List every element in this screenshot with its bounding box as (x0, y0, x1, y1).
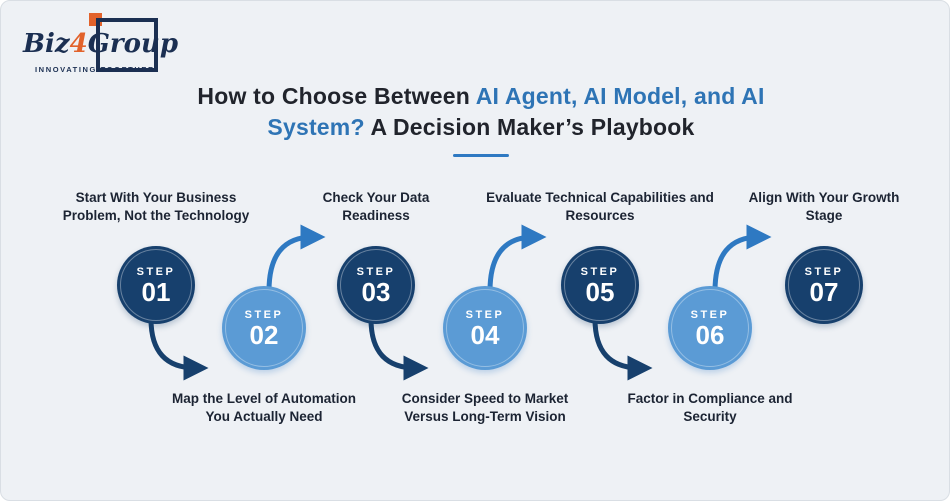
step-circle-06: STEP 06 (668, 286, 752, 370)
step-label: STEP (244, 308, 284, 321)
step-number: 03 (361, 276, 391, 307)
step-number: 07 (809, 276, 839, 307)
step-caption-07: Align With Your Growth Stage (748, 190, 900, 223)
step-number: 02 (249, 319, 279, 350)
step-circle-03: STEP 03 (337, 246, 415, 324)
biz4group-logo: Biz4Group INNOVATING TOGETHER (23, 13, 178, 83)
step-caption-04: Consider Speed to Market Versus Long-Ter… (401, 391, 569, 424)
step-caption-03: Check Your Data Readiness (322, 190, 430, 223)
step-label: STEP (580, 265, 620, 278)
arrow-step2-to-step3 (266, 224, 326, 294)
step-label: STEP (804, 265, 844, 278)
arrow-step4-to-step5 (487, 224, 547, 294)
step-circle-04: STEP 04 (443, 286, 527, 370)
step-number: 05 (585, 276, 615, 307)
logo-four: 4 (69, 29, 88, 59)
step-circle-01: STEP 01 (117, 246, 195, 324)
arrow-step5-to-step6 (592, 316, 653, 381)
logo-square-outline (96, 18, 158, 72)
step-label: STEP (690, 308, 730, 321)
title-suffix: A Decision Maker’s Playbook (364, 113, 695, 140)
arrow-step1-to-step2 (148, 316, 209, 381)
step-circle-02: STEP 02 (222, 286, 306, 370)
title-prefix: How to Choose Between (197, 83, 476, 109)
step-label: STEP (465, 308, 505, 321)
step-caption-06: Factor in Compliance and Security (627, 391, 793, 424)
logo-wordmark: Biz4Group (23, 29, 178, 59)
title-highlight: AI Agent, AI Model, and AI System? (267, 83, 765, 140)
step-caption-05: Evaluate Technical Capabilities and Reso… (486, 190, 714, 223)
logo-group: Group (87, 29, 179, 59)
step-number: 06 (695, 319, 725, 350)
page-title: How to Choose Between AI Agent, AI Model… (166, 81, 796, 142)
step-caption-02: Map the Level of Automation You Actually… (171, 391, 356, 424)
step-label: STEP (356, 265, 396, 278)
step-label: STEP (136, 265, 176, 278)
step-circle-05: STEP 05 (561, 246, 639, 324)
logo-biz: Biz (23, 29, 70, 59)
step-caption-01: Start With Your Business Problem, Not th… (62, 190, 250, 223)
step-circle-07: STEP 07 (785, 246, 863, 324)
logo-tagline: INNOVATING TOGETHER (35, 65, 155, 74)
step-number: 04 (470, 319, 500, 350)
title-underline (453, 154, 509, 157)
arrow-step3-to-step4 (368, 316, 429, 381)
arrow-step6-to-step7 (712, 224, 772, 294)
step-number: 01 (141, 276, 171, 307)
